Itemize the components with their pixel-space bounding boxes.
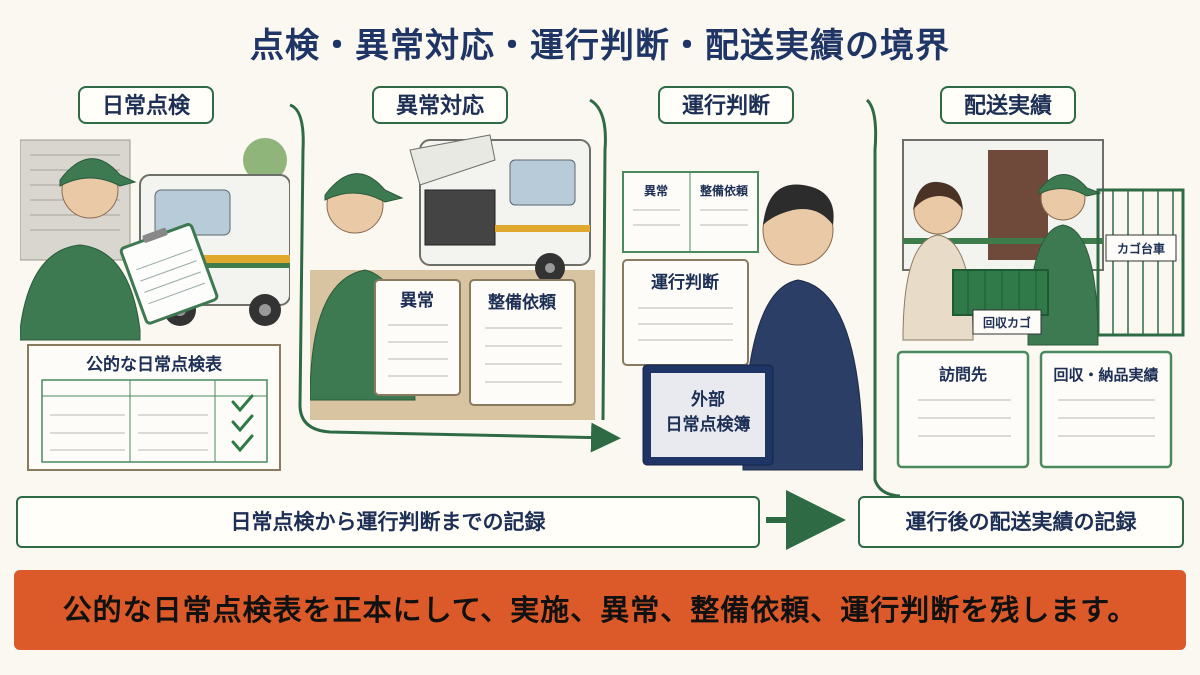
- anomaly-sheet-title: 異常: [400, 290, 434, 311]
- delivery-results-sheet: 回収・納品実績: [1039, 350, 1173, 469]
- scene-daily-inspection: 公的な日常点検表: [20, 130, 290, 475]
- scene-delivery-results: カゴ台車 回収カゴ 訪問先 回収・納品実績: [893, 130, 1200, 475]
- repair-sheet-title: 整備依頼: [488, 292, 557, 313]
- truck-open-hood-icon: [409, 134, 591, 283]
- delivery-sheet-title: 回収・納品実績: [1053, 366, 1158, 384]
- stage-label-anomaly-response: 異常対応: [372, 86, 509, 124]
- clipboard-icon: [119, 223, 219, 325]
- summary-box-post-operation: 運行後の配送実績の記録: [858, 496, 1184, 548]
- scene-anomaly-response: 異常 整備依頼: [310, 130, 595, 475]
- stage-label-delivery-results: 配送実績: [940, 86, 1077, 124]
- anomaly-sheet: 異常: [374, 279, 461, 396]
- inspection-table-sheet: 公的な日常点検表: [27, 344, 281, 471]
- crate-icon: 回収カゴ: [952, 269, 1049, 335]
- check-icon: [231, 394, 254, 453]
- small-repair-label: 整備依頼: [699, 183, 749, 198]
- external-book-line1: 外部: [691, 389, 725, 410]
- stage-label-operation-judgment: 運行判断: [658, 86, 795, 124]
- worker-icon: [20, 158, 141, 341]
- visit-destination-sheet: 訪問先: [896, 350, 1030, 469]
- stage-label-daily-inspection: 日常点検: [78, 86, 215, 124]
- page-title: 点検・異常対応・運行判断・配送実績の境界: [250, 26, 950, 66]
- summary-box-pre-operation: 日常点検から運行判断までの記録: [16, 496, 760, 548]
- visit-sheet-title: 訪問先: [939, 365, 987, 384]
- cage-cart-tag: カゴ台車: [1117, 241, 1165, 256]
- small-anomaly-label: 異常: [644, 183, 668, 198]
- operation-judgment-sheet: 運行判断: [622, 259, 749, 366]
- inspection-table-title: 公的な日常点検表: [86, 354, 223, 375]
- judgment-sheet-title: 運行判断: [651, 272, 719, 293]
- scene-operation-judgment: 異常 整備依頼 運行判断 外部 日常点検簿: [618, 130, 863, 475]
- cage-cart-icon: カゴ台車: [1096, 188, 1185, 337]
- repair-request-sheet: 整備依頼: [469, 279, 576, 406]
- external-inspection-book: 外部 日常点検簿: [642, 364, 774, 466]
- crate-tag: 回収カゴ: [983, 315, 1031, 330]
- external-book-line2: 日常点検簿: [666, 414, 751, 435]
- small-record-book: 異常 整備依頼: [622, 171, 759, 253]
- conclusion-banner: 公的な日常点検表を正本にして、実施、異常、整備依頼、運行判断を残します。: [14, 570, 1186, 650]
